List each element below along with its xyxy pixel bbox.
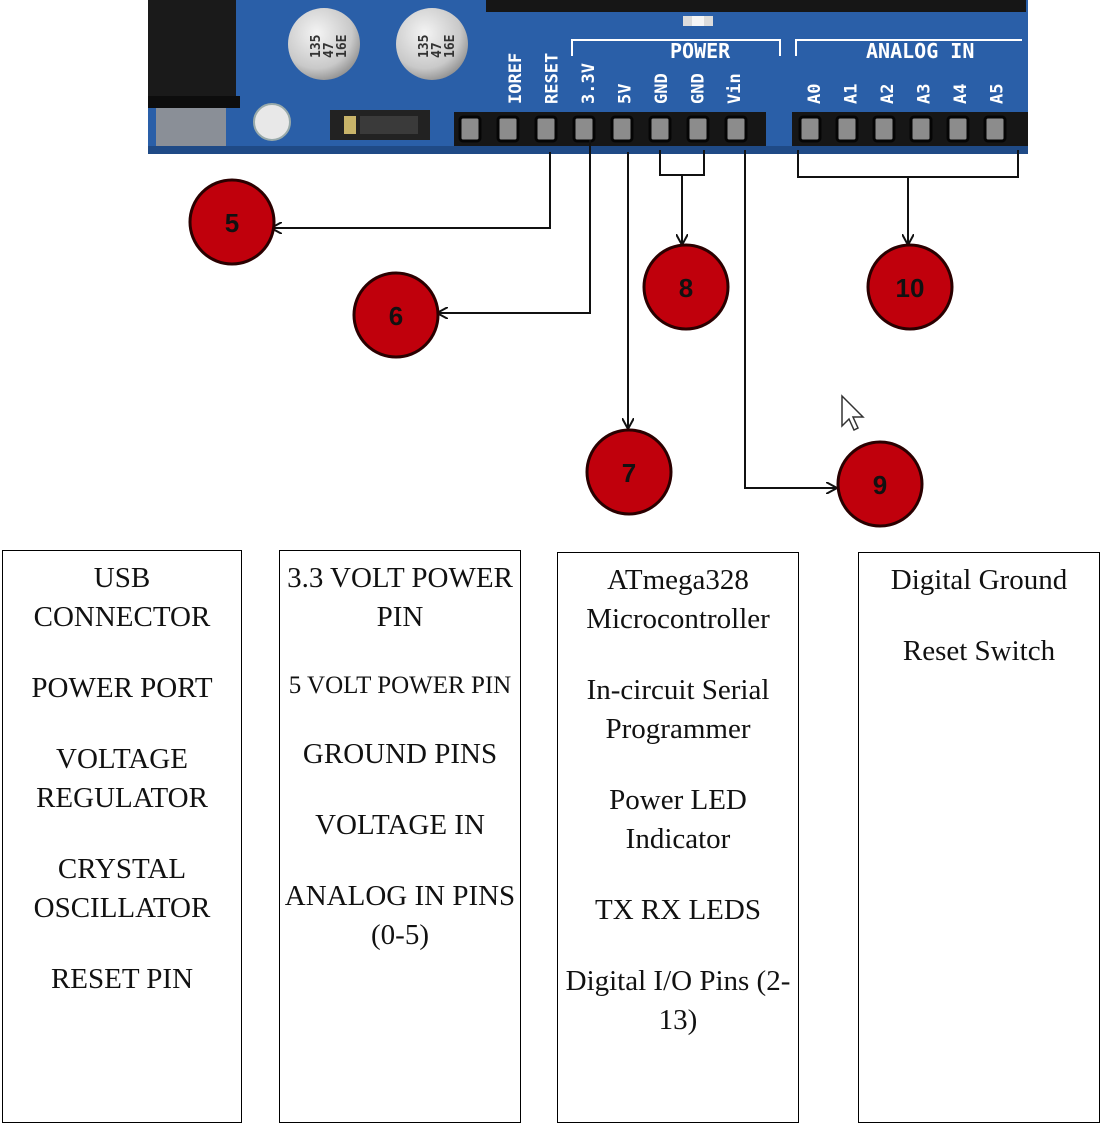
pin-label: RESET [543, 53, 563, 104]
header-socket [534, 115, 558, 143]
pin-label: A1 [842, 84, 862, 104]
callout-10: 10 [866, 243, 954, 331]
legend-item: Digital I/O Pins (2-13) [565, 965, 791, 1036]
legend-item: In-circuit Serial Programmer [586, 674, 770, 745]
header-socket [983, 115, 1007, 143]
callout-number: 6 [389, 301, 403, 331]
analog-header-title: ANALOG IN [866, 39, 974, 63]
legend-item: CRYSTAL OSCILLATOR [33, 853, 211, 924]
power-header-title: POWER [670, 39, 731, 63]
legend-item: 5 VOLT POWER PIN [288, 672, 512, 699]
pin-label: IOREF [506, 53, 526, 104]
legend-item: 3.3 VOLT POWER PIN [287, 562, 513, 633]
analog-pin-labels: A0 A1 A2 A3 A4 A5 [805, 84, 1008, 104]
pin-label: A2 [878, 84, 898, 104]
callout-connectors [272, 140, 1019, 488]
connector-9 [744, 150, 836, 488]
legend-item: ANALOG IN PINS (0-5) [284, 880, 516, 951]
pin-label: A0 [805, 84, 825, 104]
legend-item: Reset Switch [902, 635, 1056, 667]
header-socket [572, 115, 596, 143]
callout-9: 9 [836, 440, 924, 528]
callout-number: 9 [873, 470, 887, 500]
legend-column-2: 3.3 VOLT POWER PIN 5 VOLT POWER PIN GROU… [279, 550, 521, 1123]
legend-column-4: Digital Ground Reset Switch [858, 552, 1100, 1123]
arduino-pinout-diagram: 1354716E 1354716E POWER ANALOG IN IOREF R… [148, 0, 1028, 528]
connector-6 [438, 140, 591, 313]
callout-5: 5 [188, 178, 276, 266]
header-socket [496, 115, 520, 143]
header-socket [835, 115, 859, 143]
pin-label: GND [689, 73, 709, 104]
capacitor: 1354716E [288, 8, 360, 80]
power-jack [148, 0, 236, 108]
pin-label: A5 [988, 84, 1008, 104]
capacitor: 1354716E [396, 8, 468, 80]
power-pin-labels: IOREF RESET 3.3V 5V GND GND Vin [506, 53, 745, 104]
header-socket [872, 115, 896, 143]
legend-column-1: USB CONNECTOR POWER PORT VOLTAGE REGULAT… [2, 550, 242, 1123]
callout-6: 6 [352, 271, 440, 359]
header-socket [610, 115, 634, 143]
callout-8: 8 [642, 243, 730, 331]
legend-item: Digital Ground [890, 564, 1068, 596]
capacitor-marking: 1354716E [309, 35, 350, 58]
callout-number: 7 [622, 458, 636, 488]
pin-label: 3.3V [579, 63, 599, 104]
header-socket [909, 115, 933, 143]
board-photo: 1354716E 1354716E POWER ANALOG IN IOREF R… [148, 0, 1028, 154]
header-socket [686, 115, 710, 143]
connector-10-bracket [797, 150, 1019, 178]
callout-number: 10 [896, 273, 925, 303]
legend-item: VOLTAGE IN [315, 809, 485, 841]
capacitor-marking: 1354716E [417, 35, 458, 58]
legend-item: Power LED Indicator [609, 784, 747, 855]
header-socket [946, 115, 970, 143]
header-socket [458, 115, 482, 143]
mounting-hole [253, 103, 291, 141]
callout-number: 8 [679, 273, 693, 303]
legend-item: GROUND PINS [302, 738, 498, 770]
legend-item: POWER PORT [31, 672, 213, 704]
pin-label: A4 [951, 84, 971, 104]
legend-item: VOLTAGE REGULATOR [36, 743, 208, 814]
pin-label: GND [652, 73, 672, 104]
pin-label: A3 [915, 84, 935, 104]
legend-item: RESET PIN [50, 963, 194, 995]
legend-item: TX RX LEDS [595, 894, 761, 926]
legend-item: ATmega328 Microcontroller [586, 564, 770, 635]
pin-label: Vin [725, 73, 745, 104]
header-socket [798, 115, 822, 143]
legend-column-3: ATmega328 Microcontroller In-circuit Ser… [557, 552, 799, 1123]
connector-5 [272, 152, 551, 228]
header-socket [724, 115, 748, 143]
callout-number: 5 [225, 208, 239, 238]
legend-item: USB CONNECTOR [33, 562, 211, 633]
callout-7: 7 [585, 428, 673, 516]
header-socket [648, 115, 672, 143]
mouse-cursor-icon [841, 394, 865, 432]
pin-label: 5V [616, 84, 636, 104]
